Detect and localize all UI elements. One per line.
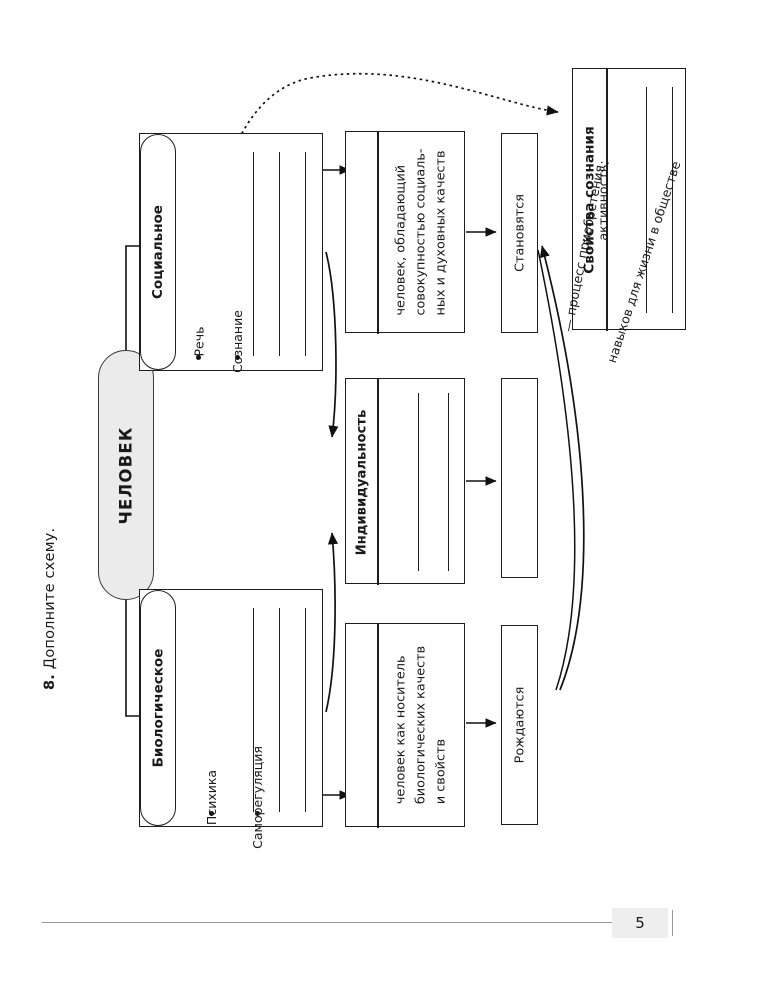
blank-line[interactable] (253, 152, 255, 356)
node-social-description-text: человек, обладающий совокупностью социал… (393, 148, 448, 316)
blank-line[interactable] (672, 87, 674, 313)
node-properties[interactable]: Свойства сознания активность; (572, 68, 686, 331)
node-social[interactable]: Социальное Речь Сознание (139, 133, 323, 373)
node-biological-description[interactable]: человек как носитель биологических качес… (345, 623, 465, 828)
node-social-bullet-0-label: Речь (191, 326, 207, 357)
node-biological-title-cell: Биологическое (140, 590, 176, 826)
node-social-bullet-1-label: Сознание (229, 310, 245, 373)
footer-tick (672, 910, 674, 936)
node-born-label: Рождаются (512, 686, 527, 764)
node-human[interactable]: ЧЕЛОВЕК (98, 350, 154, 600)
task-number: 8. (42, 674, 58, 690)
node-social-bullet-0: Речь (184, 146, 214, 360)
node-individuality-title: Индивидуальность (354, 409, 370, 555)
task-text: Дополните схему. (42, 527, 58, 670)
node-social-description[interactable]: человек, обладающий совокупностью социал… (345, 131, 465, 334)
blank-line[interactable] (418, 393, 420, 571)
bullet-dot-icon (196, 355, 202, 360)
blank-line[interactable] (448, 393, 450, 571)
node-become[interactable]: Становятся (501, 133, 538, 333)
node-become-label: Становятся (512, 194, 527, 272)
blank-line[interactable] (646, 87, 648, 313)
node-individuality[interactable]: Индивидуальность (345, 378, 465, 585)
blank-line[interactable] (279, 608, 281, 812)
blank-line[interactable] (279, 152, 281, 356)
node-born[interactable]: Рождаются (501, 625, 538, 825)
node-individuality-result[interactable] (501, 378, 538, 578)
wire-biological-to-individuality (325, 532, 339, 713)
blank-line[interactable] (253, 608, 255, 812)
divider (377, 624, 379, 828)
blank-line[interactable] (305, 608, 307, 812)
page-number-badge: 5 (612, 908, 668, 938)
node-biological-title: Биологическое (150, 648, 166, 768)
task-heading: 8. Дополните схему. (42, 528, 58, 690)
node-biological-description-text: человек как носитель биологических качес… (393, 645, 448, 805)
node-human-label: ЧЕЛОВЕК (116, 425, 136, 525)
divider (606, 69, 608, 331)
divider (377, 379, 379, 585)
node-social-title-cell: Социальное (140, 134, 176, 370)
node-biological-bullet-1: Саморегуляция (206, 602, 309, 849)
blank-line[interactable] (305, 152, 307, 356)
wire-social-to-individuality (325, 251, 339, 438)
footer-rule (42, 922, 612, 924)
divider (377, 132, 379, 334)
bullet-dot-icon (209, 811, 215, 816)
node-biological[interactable]: Биологическое Психика Саморегуляция (139, 589, 323, 849)
bullet-dot-icon (254, 811, 260, 816)
node-biological-bullet-0: Психика (184, 602, 239, 825)
page-number: 5 (635, 914, 645, 932)
node-social-bullet-1: Сознание (206, 146, 269, 373)
node-social-title: Социальное (150, 205, 167, 299)
bullet-dot-icon (234, 355, 240, 360)
